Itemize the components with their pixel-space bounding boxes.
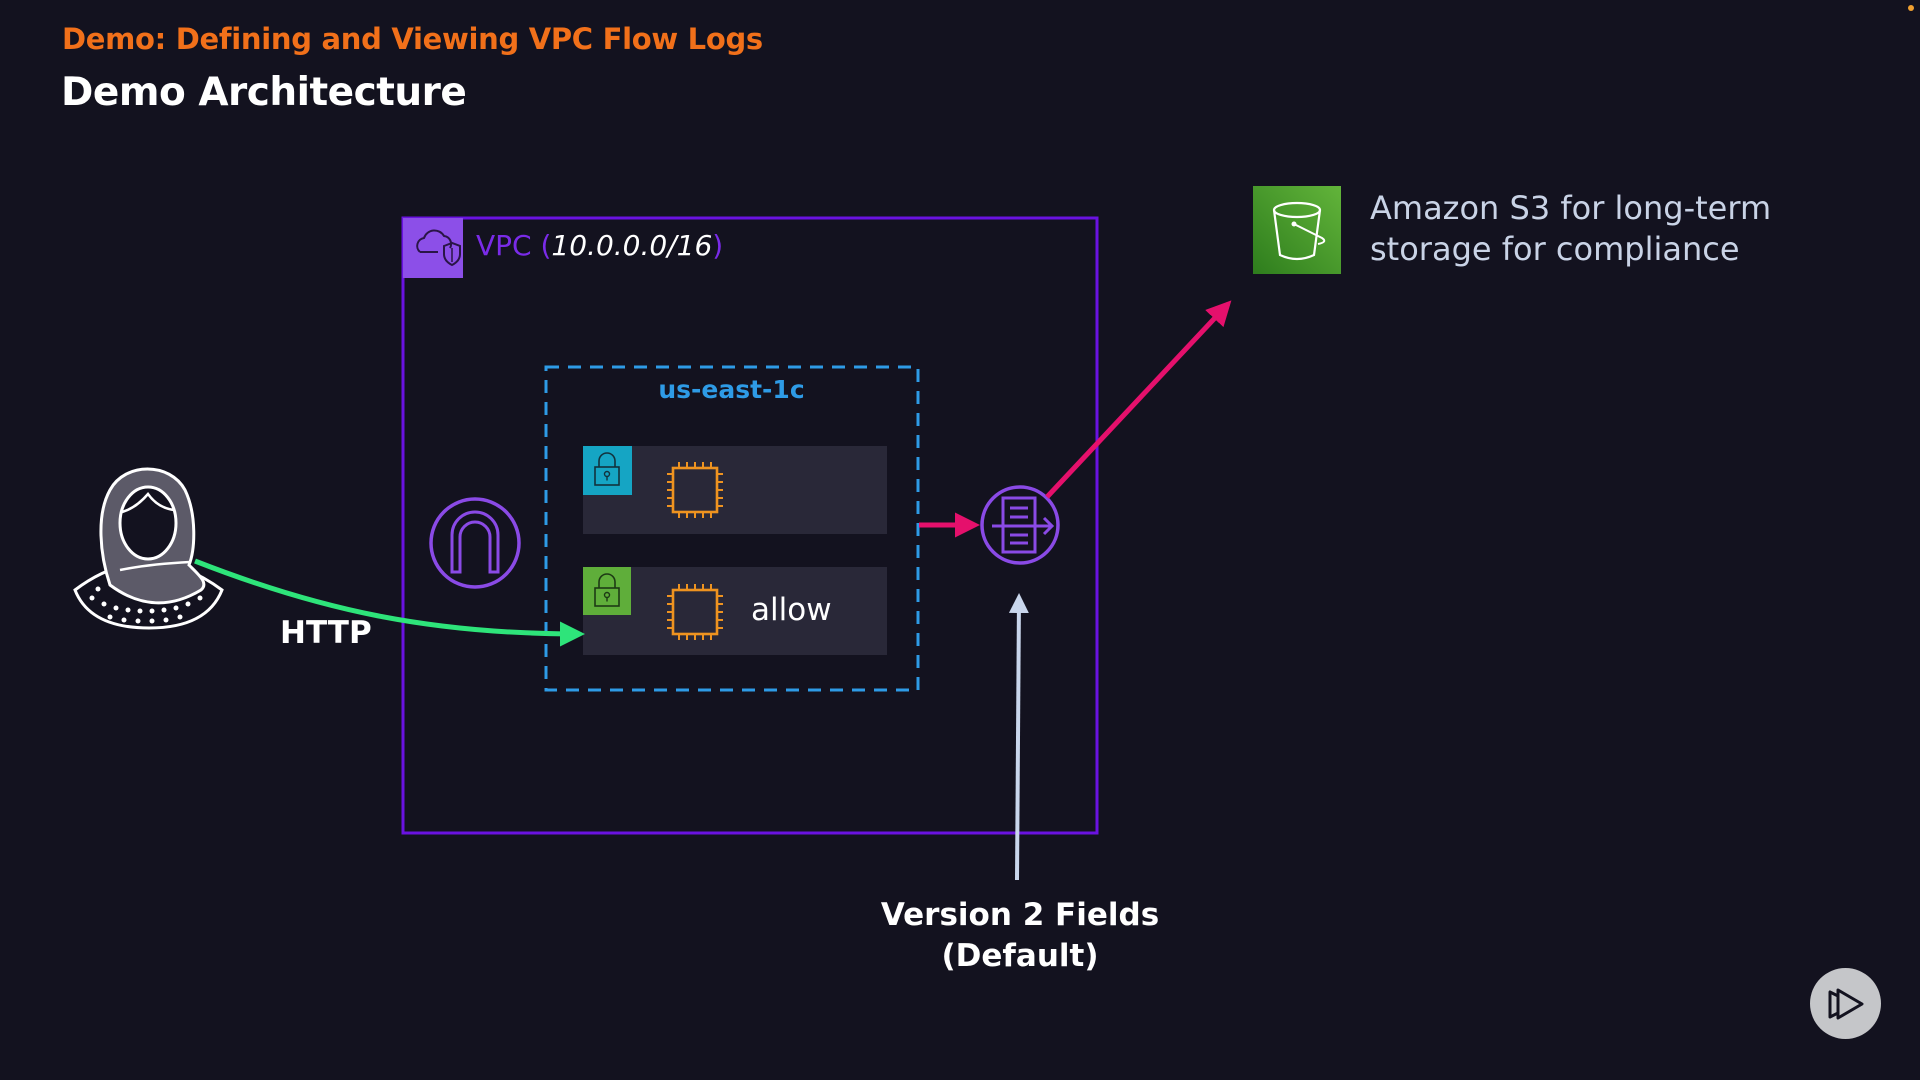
fields-label-line2: (Default) <box>941 938 1099 974</box>
s3-description-line2: storage for compliance <box>1370 230 1740 268</box>
subnet-allow-label: allow <box>751 592 832 628</box>
vpc-cidr: 10.0.0.0/16 <box>551 229 713 262</box>
fields-to-flowlogs-arrow <box>1008 593 1029 881</box>
s3-description: Amazon S3 for long-term storage for comp… <box>1370 188 1771 270</box>
flow-logs-icon <box>980 485 1060 565</box>
vpc-label-suffix: ) <box>712 229 724 262</box>
ec2-chip-icon <box>667 462 723 518</box>
private-subnet <box>583 446 887 534</box>
vpc-boundary <box>401 216 1099 835</box>
internet-gateway-icon <box>429 497 521 589</box>
play-button[interactable] <box>1810 968 1881 1039</box>
vpc-label-prefix: VPC ( <box>476 229 552 262</box>
user-hijab-icon <box>73 467 224 630</box>
fields-label: Version 2 Fields (Default) <box>870 895 1170 977</box>
slide-title: Demo Architecture <box>61 70 467 115</box>
fields-label-line1: Version 2 Fields <box>880 897 1160 933</box>
availability-zone-label: us-east-1c <box>658 375 805 404</box>
http-traffic-arrow <box>194 558 585 647</box>
s3-description-line1: Amazon S3 for long-term <box>1370 189 1772 227</box>
vpc-label: VPC (10.0.0.0/16) <box>476 229 723 262</box>
private-subnet-lock-icon <box>583 446 632 495</box>
ec2-chip-icon <box>667 584 723 640</box>
flowlogs-to-s3-arrow <box>1045 300 1232 499</box>
recording-indicator <box>1908 5 1914 11</box>
public-subnet <box>583 567 887 655</box>
s3-bucket-icon <box>1253 186 1341 274</box>
http-label: HTTP <box>280 615 372 651</box>
public-subnet-lock-icon <box>583 567 631 615</box>
slide-subtitle: Demo: Defining and Viewing VPC Flow Logs <box>62 22 763 56</box>
vpc-cloud-shield-icon <box>403 218 463 278</box>
pluralsight-play-icon <box>1828 988 1864 1020</box>
availability-zone-boundary <box>544 365 920 692</box>
